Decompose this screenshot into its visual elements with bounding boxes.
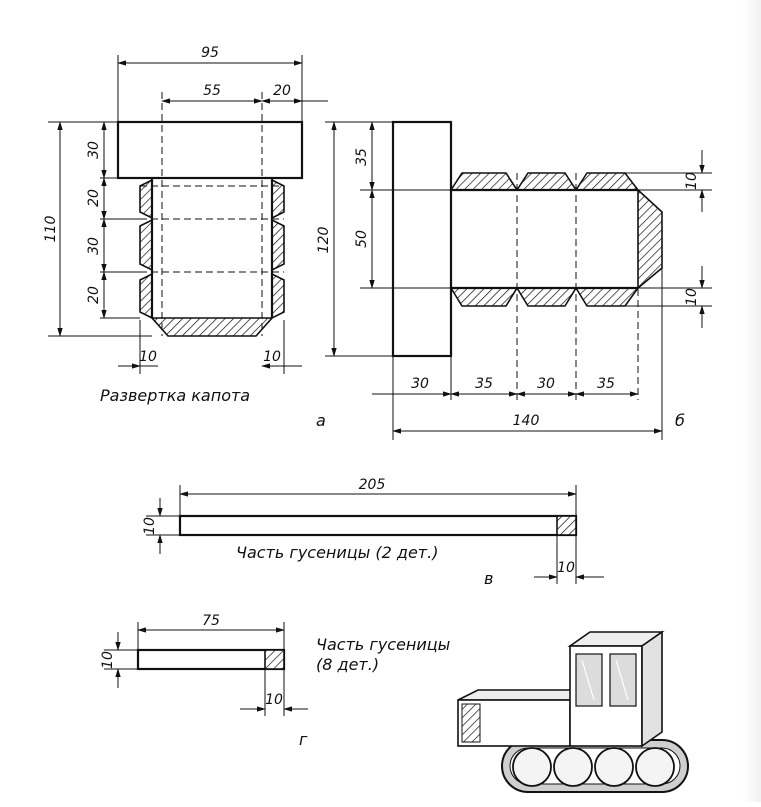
radiator-grille: [461, 703, 481, 743]
tractor-sketch: [457, 630, 689, 793]
dim-55: 55: [203, 83, 221, 99]
caption-track-2: Часть гусеницы (2 дет.): [236, 543, 438, 562]
dim-120: 120: [316, 227, 332, 254]
dim-20-lower: 20: [86, 286, 102, 304]
cabin-window-left: [575, 653, 603, 707]
track-strip-short-tab: [264, 649, 285, 670]
letter-b: б: [675, 411, 685, 430]
dim-30-upper: 30: [86, 141, 102, 159]
track-strip-long-tab: [556, 515, 577, 536]
hood-bottom-flap: [150, 317, 274, 337]
bottom-tab-2: [515, 287, 578, 307]
caption-track-8-line1: Часть гусеницы: [316, 635, 450, 654]
dim-30-first: 30: [411, 376, 429, 392]
page-edge-shadow: [743, 0, 761, 802]
dim-20-top: 20: [273, 83, 291, 99]
dim-95: 95: [201, 45, 219, 61]
dim-10-tab-short: 10: [265, 692, 283, 708]
top-tab-2: [515, 172, 578, 191]
dim-10-upper: 10: [684, 172, 700, 190]
dim-10-height-short: 10: [100, 651, 116, 669]
part-g-track-part: 75 10 10 Часть гусеницы (8 дет.) г: [100, 613, 450, 749]
dim-10-lower: 10: [684, 288, 700, 306]
dim-10-left: 10: [139, 349, 157, 365]
caption-track-8-line2: (8 дет.): [316, 655, 379, 674]
hood-top-panel: [116, 120, 304, 180]
part-v-track-part: 205 10 10 Часть гусеницы (2 дет.) в: [142, 477, 604, 588]
left-rib-2: [139, 218, 153, 272]
dim-30-lower: 30: [86, 237, 102, 255]
cabin-back-panel: [391, 120, 453, 358]
dim-20-upper: 20: [86, 189, 102, 207]
track-wheels: [512, 747, 675, 787]
part-b-cabin-development: 120 35 50 10 10 30 35 30 35 140 б: [316, 120, 712, 440]
dim-30-second: 30: [537, 376, 555, 392]
top-tab-1: [449, 172, 519, 191]
left-rib-3: [139, 272, 153, 320]
dim-10-height: 10: [142, 517, 158, 535]
cabin-window-right: [609, 653, 637, 707]
part-a-hood-development: 95 55 20 110 30 20 30 20 10 10 Развертка…: [43, 45, 328, 430]
dim-35-first: 35: [475, 376, 493, 392]
dim-10-tab: 10: [557, 560, 575, 576]
dim-110: 110: [43, 216, 59, 243]
bottom-tab-3: [574, 287, 640, 307]
dim-205: 205: [359, 477, 386, 493]
dim-10-right: 10: [263, 349, 281, 365]
letter-g: г: [299, 730, 308, 749]
dim-35: 35: [354, 148, 370, 166]
right-rib-2: [271, 218, 285, 272]
dim-50: 50: [354, 230, 370, 248]
top-tab-3: [574, 172, 640, 191]
letter-v: в: [484, 569, 493, 588]
right-rib-3: [271, 272, 285, 320]
track-strip-long: [178, 514, 578, 537]
dim-140: 140: [513, 413, 540, 429]
bottom-tab-1: [449, 287, 519, 307]
caption-hood: Развертка капота: [100, 386, 250, 405]
letter-a: а: [316, 411, 326, 430]
track-strip-short: [136, 648, 286, 671]
right-strip: [637, 188, 663, 290]
dim-75: 75: [202, 613, 220, 629]
dim-35-second: 35: [597, 376, 615, 392]
